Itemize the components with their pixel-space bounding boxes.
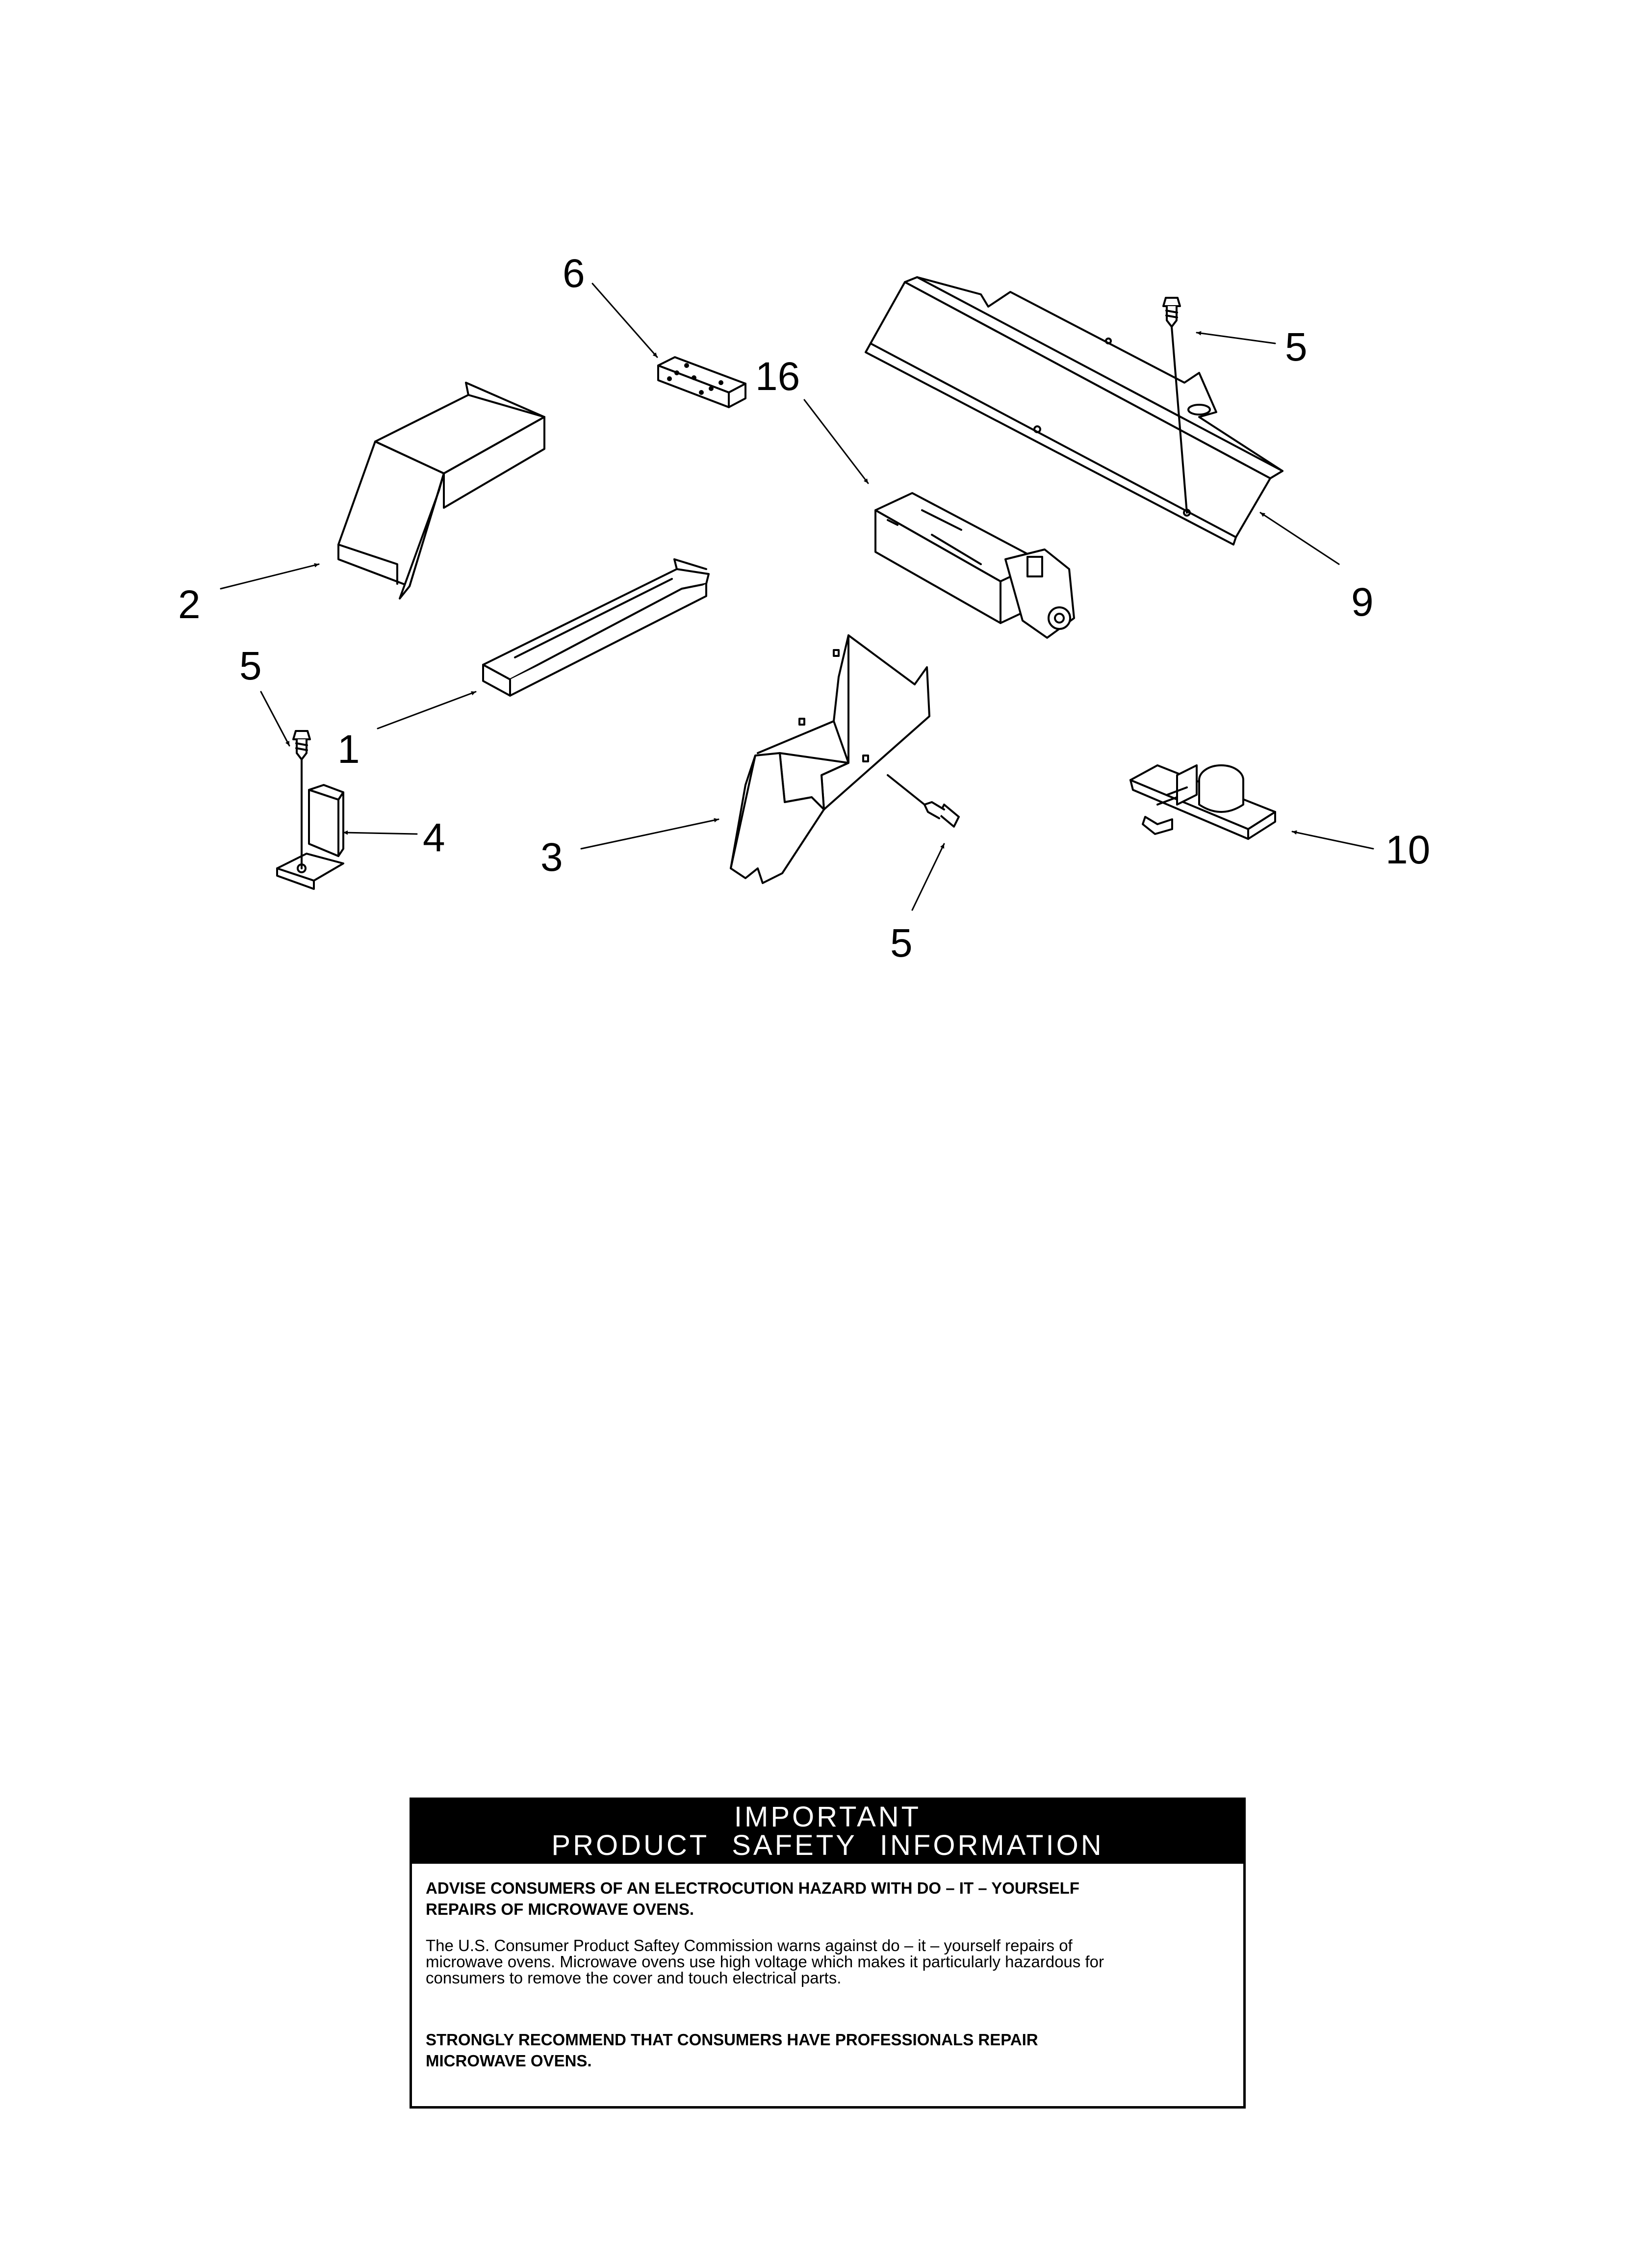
callout-4: 4 bbox=[423, 815, 445, 860]
recommend-line-1: STRONGLY RECOMMEND THAT CONSUMERS HAVE P… bbox=[426, 2031, 1038, 2049]
callout-5-bottom: 5 bbox=[890, 921, 913, 965]
warning-line-1: ADVISE CONSUMERS OF AN ELECTROCUTION HAZ… bbox=[426, 1879, 1079, 1897]
safety-notice-body: ADVISE CONSUMERS OF AN ELECTROCUTION HAZ… bbox=[412, 1864, 1243, 2071]
safety-notice-header: IMPORTANT PRODUCT SAFETY INFORMATION bbox=[412, 1800, 1243, 1864]
callout-3: 3 bbox=[540, 835, 563, 880]
warning-line-2: REPAIRS OF MICROWAVE OVENS. bbox=[426, 1900, 694, 1918]
body-line-3: consumers to remove the cover and touch … bbox=[426, 1969, 842, 1987]
part-5-screw-top bbox=[1162, 297, 1188, 514]
part-6-foam-block bbox=[657, 356, 746, 408]
safety-title-line-2: PRODUCT SAFETY INFORMATION bbox=[551, 1829, 1104, 1861]
callout-5-left: 5 bbox=[239, 644, 262, 688]
part-9-long-bracket bbox=[865, 276, 1283, 546]
part-2-duct-cover bbox=[337, 382, 545, 600]
callout-16: 16 bbox=[755, 354, 800, 399]
part-10-motor-bracket bbox=[1129, 764, 1276, 840]
exploded-parts-diagram: 6 16 5 2 9 5 1 4 3 5 10 bbox=[178, 251, 1430, 965]
product-safety-notice: IMPORTANT PRODUCT SAFETY INFORMATION ADV… bbox=[410, 1798, 1246, 2109]
body-line-1: The U.S. Consumer Product Saftey Commiss… bbox=[426, 1936, 1073, 1955]
callout-6: 6 bbox=[563, 251, 585, 296]
part-5-screw-left bbox=[292, 730, 311, 869]
part-1-channel bbox=[482, 558, 710, 697]
callout-2: 2 bbox=[178, 582, 201, 627]
part-3-shield bbox=[730, 634, 930, 884]
part-5-screw-bottom bbox=[887, 774, 960, 828]
callout-10: 10 bbox=[1385, 828, 1430, 872]
safety-title-line-1: IMPORTANT bbox=[734, 1801, 922, 1833]
callout-1: 1 bbox=[337, 727, 360, 772]
body-line-2: microwave ovens. Microwave ovens use hig… bbox=[426, 1953, 1104, 1971]
part-4-bracket bbox=[276, 784, 344, 890]
callout-9: 9 bbox=[1351, 580, 1374, 625]
recommend-line-2: MICROWAVE OVENS. bbox=[426, 2052, 592, 2070]
callout-5-top: 5 bbox=[1285, 325, 1308, 369]
part-16-module bbox=[874, 492, 1075, 639]
